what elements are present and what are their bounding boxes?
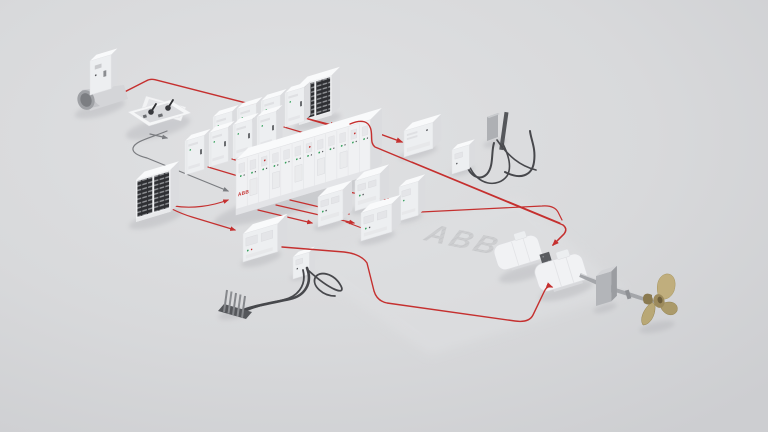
propeller bbox=[641, 273, 678, 326]
converter-box-3 bbox=[360, 194, 401, 242]
switchboard-abb-logo: ABB bbox=[238, 189, 249, 198]
power-cable-red-thruster bbox=[102, 78, 404, 143]
shaft-generator bbox=[493, 230, 544, 271]
main-switchboard: ABB bbox=[235, 108, 382, 216]
signal-cable-gray bbox=[132, 130, 230, 192]
propulsion-motor bbox=[534, 248, 588, 293]
power-cable-red-loop bbox=[281, 246, 554, 323]
floor-panel bbox=[300, 196, 625, 355]
thrust-bearing-block bbox=[596, 265, 617, 306]
remote-control-console bbox=[127, 95, 192, 127]
shore-connection-panel bbox=[487, 113, 498, 141]
power-cable-red-propulsion-feed bbox=[349, 120, 567, 246]
bow-thruster bbox=[77, 48, 128, 111]
transformer-box bbox=[403, 114, 442, 158]
shore-connection bbox=[451, 111, 537, 185]
distribution-box bbox=[242, 213, 288, 263]
cable-bundle-dark bbox=[239, 266, 343, 314]
energy-storage-rack-left bbox=[136, 161, 179, 222]
cable-terminal-rack bbox=[218, 289, 252, 319]
converter-box-4 bbox=[398, 174, 426, 222]
cable-support-post bbox=[499, 111, 509, 151]
shore-connection-box bbox=[451, 139, 475, 175]
